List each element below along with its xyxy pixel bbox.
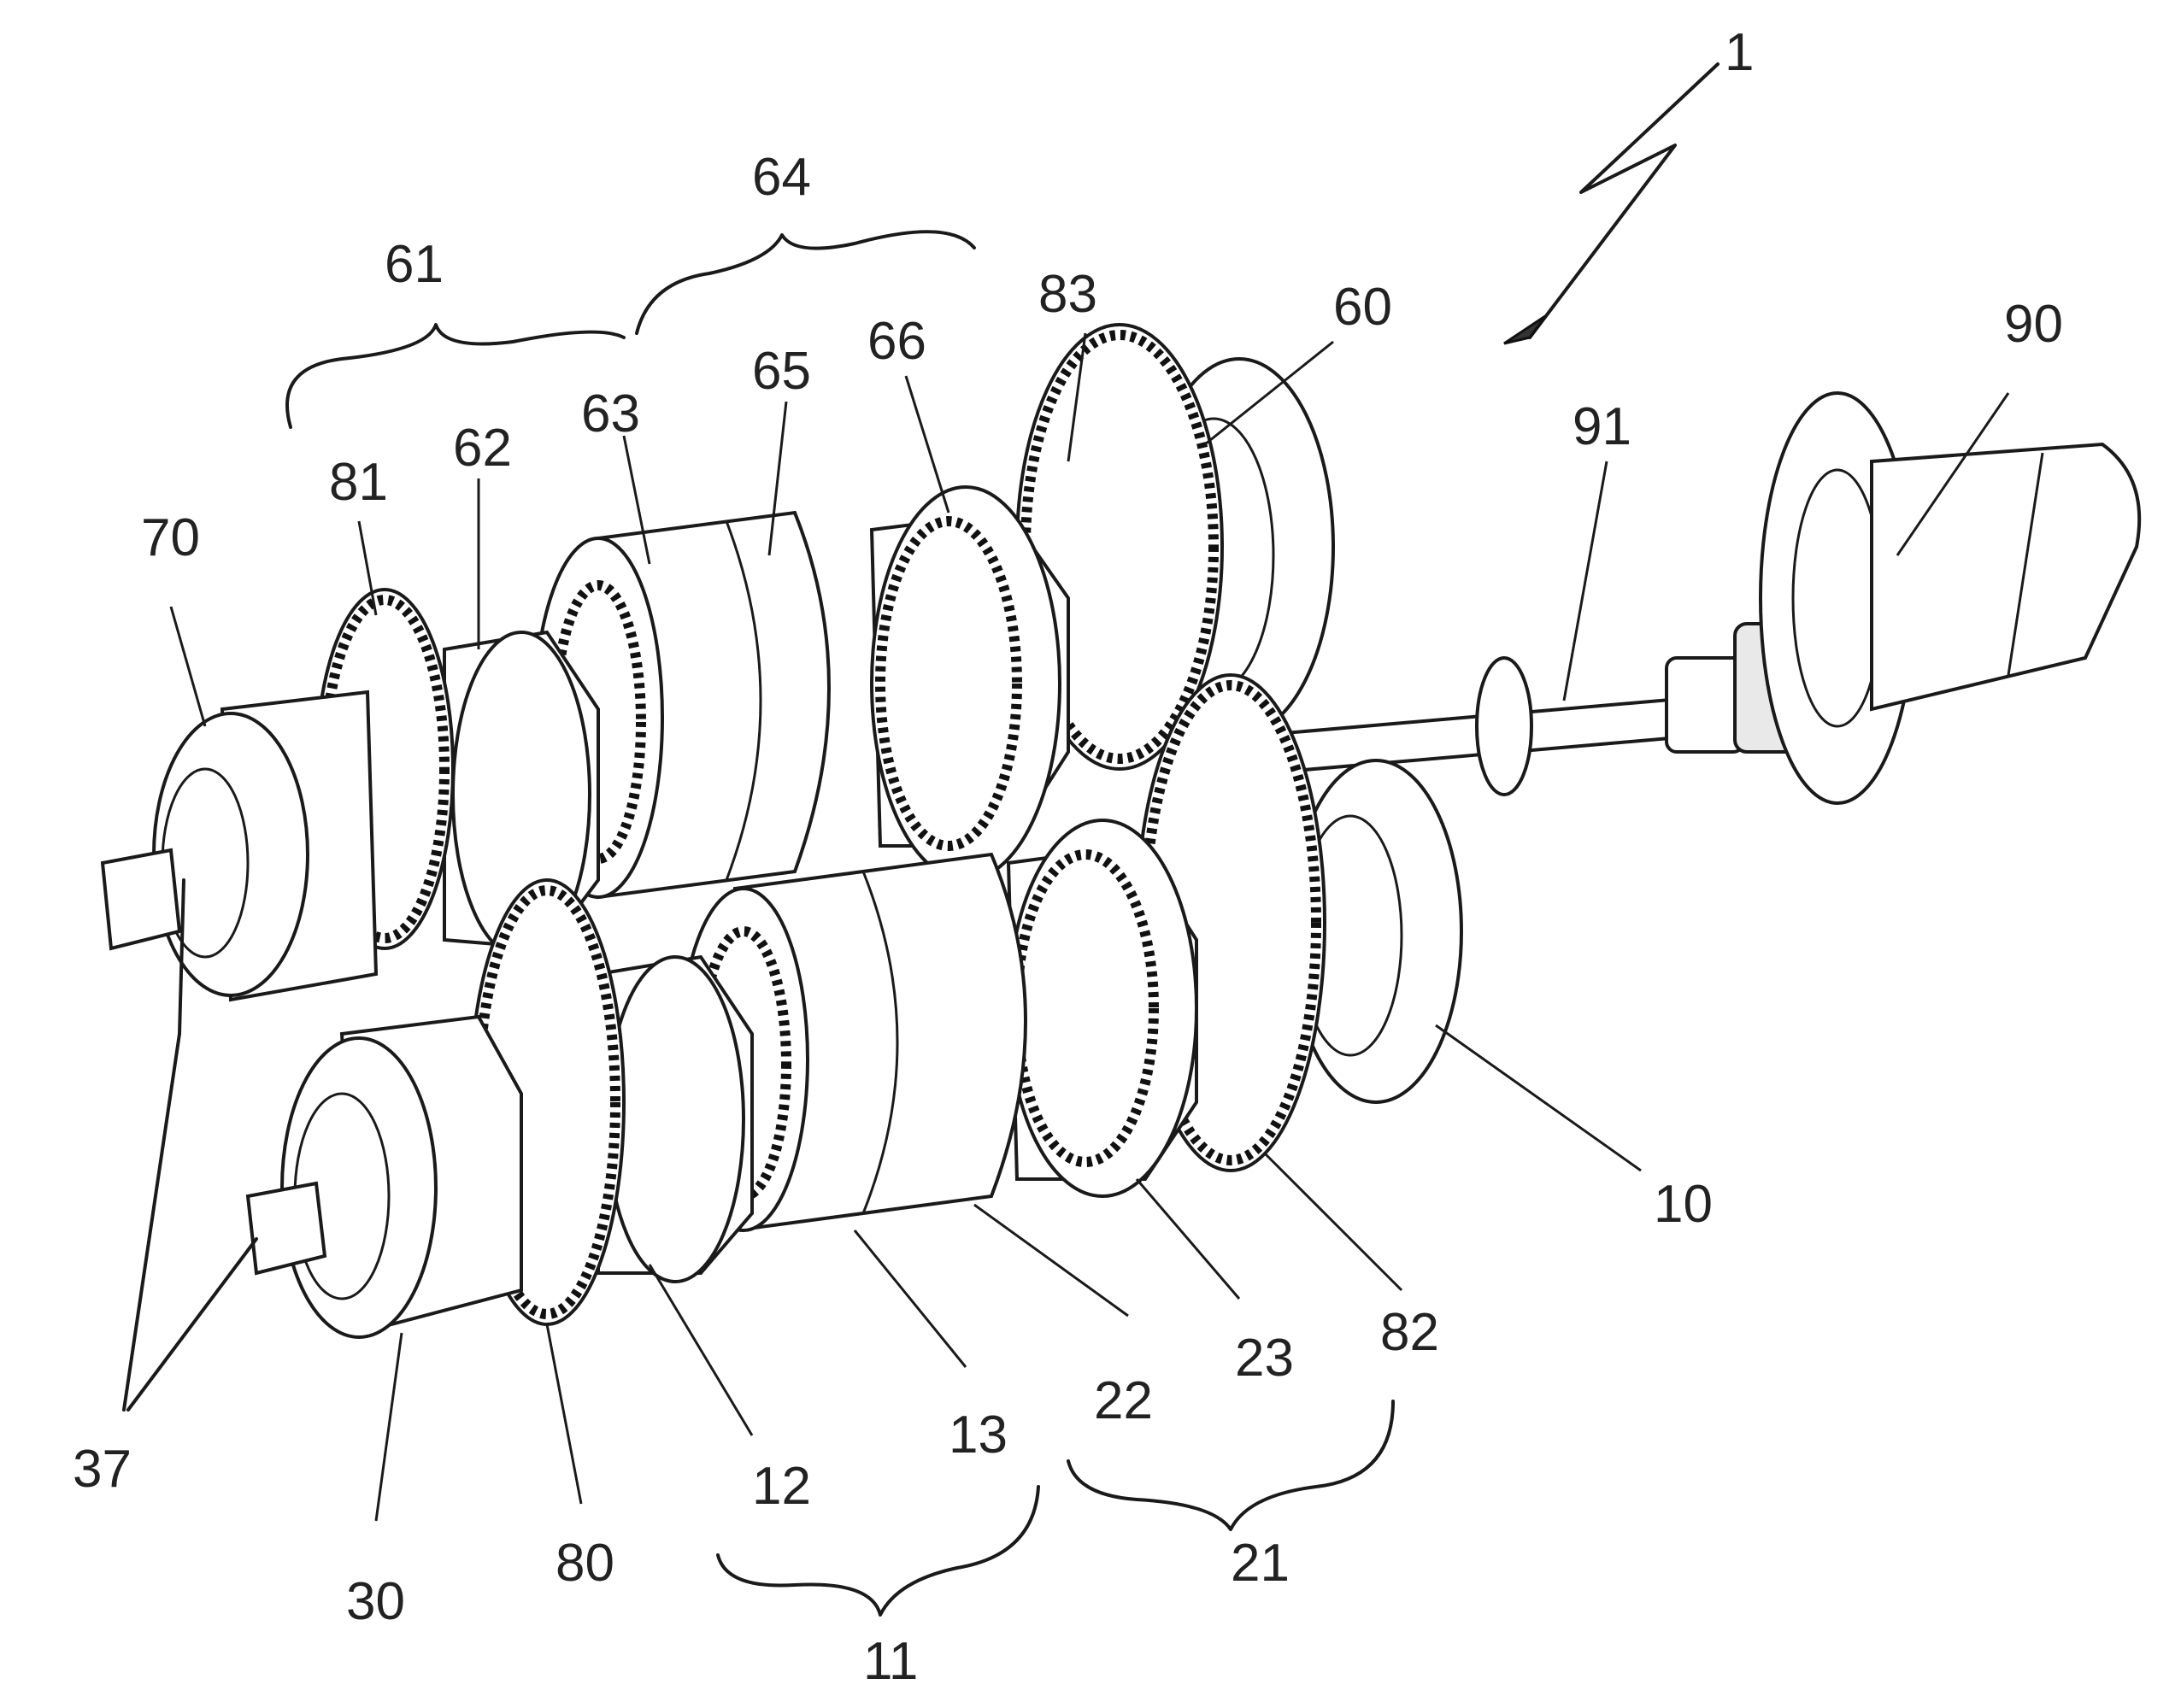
label-13: 13 [949,1406,1008,1464]
label-1: 1 [1725,23,1754,82]
label-83: 83 [1038,265,1097,324]
label-21: 21 [1231,1534,1290,1593]
label-61: 61 [385,235,444,294]
reference-arrowhead [1504,316,1545,343]
brace-61 [287,325,624,427]
label-70: 70 [141,508,200,567]
label-10: 10 [1654,1175,1713,1234]
label-64: 64 [752,148,811,207]
motor-body [1872,444,2139,709]
label-37: 37 [73,1440,132,1499]
label-62: 62 [453,419,512,478]
label-65: 65 [752,342,811,401]
label-23: 23 [1235,1329,1294,1388]
cap-70 [154,713,308,995]
label-12: 12 [752,1457,811,1516]
reference-arrow [1530,64,1718,337]
label-90: 90 [2004,295,2063,354]
label-30: 30 [346,1572,405,1631]
label-82: 82 [1380,1303,1439,1362]
label-60: 60 [1333,278,1392,337]
label-66: 66 [867,312,926,371]
shaft-end-lower [248,1183,325,1273]
label-63: 63 [581,384,640,443]
label-22: 22 [1094,1371,1153,1430]
label-81: 81 [329,453,388,512]
shaft-coupling [1667,658,1743,752]
shaft-collar [1477,658,1531,795]
shaft-end-upper [103,850,179,948]
label-91: 91 [1573,397,1631,456]
label-11: 11 [863,1632,918,1691]
label-80: 80 [556,1534,614,1593]
